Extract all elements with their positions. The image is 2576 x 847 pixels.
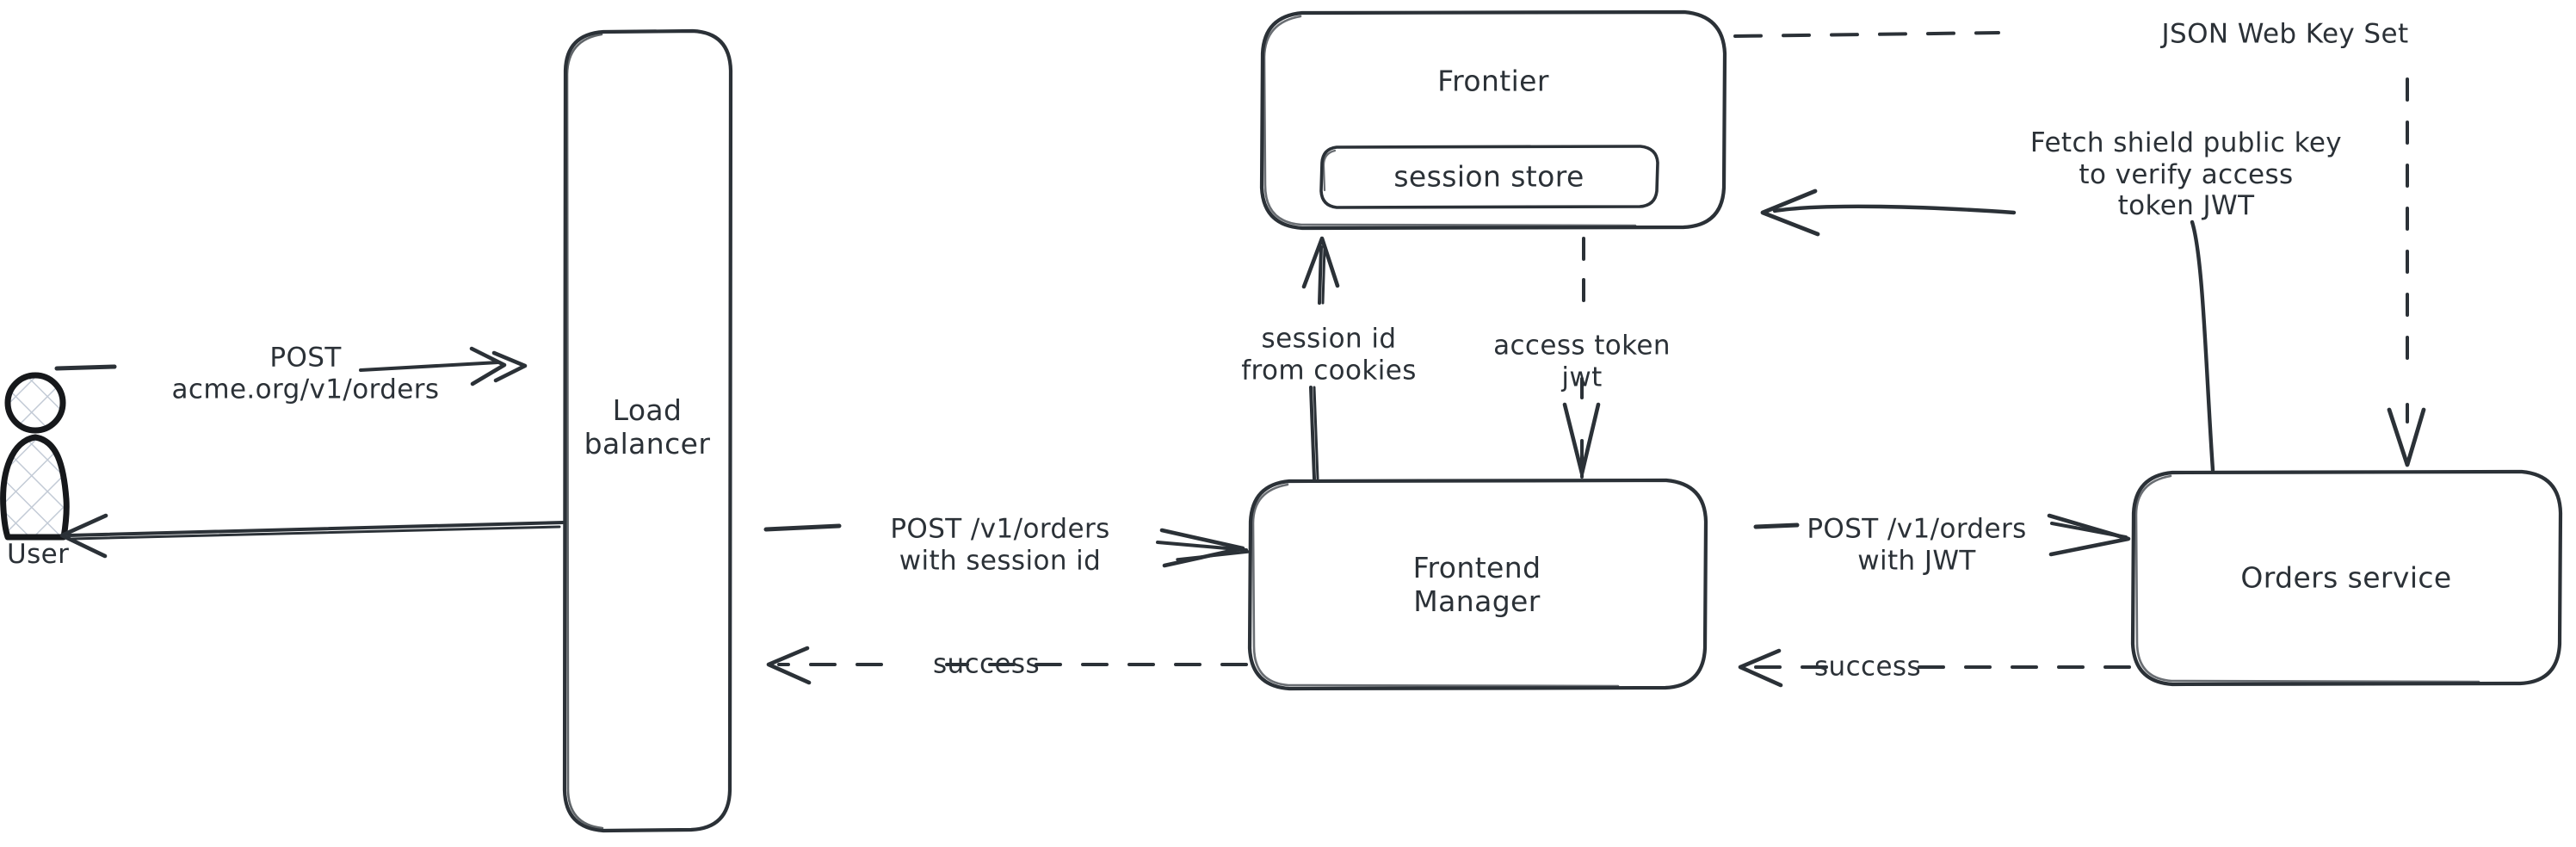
edge-load-balancer-to-user xyxy=(59,513,565,559)
edge-load-balancer-to-frontend-manager xyxy=(763,523,1250,568)
edge-label-frontend-manager-to-frontier: session id from cookies xyxy=(1241,323,1417,386)
edge-frontend-manager-to-frontier xyxy=(1301,236,1340,480)
node-frontier-shape xyxy=(1259,9,1727,231)
node-load-balancer-shape xyxy=(562,28,733,833)
edge-frontend-manager-to-orders-service xyxy=(1753,513,2131,557)
node-load-balancer-label[interactable]: Load balancer xyxy=(584,393,711,461)
edge-label-load-balancer-to-frontend-manager: POST /v1/orders with session id xyxy=(890,513,1110,576)
edge-frontier-to-frontend-manager xyxy=(1562,237,1601,479)
edge-label-orders-service-to-frontier: Fetch shield public key to verify access… xyxy=(2029,127,2343,222)
edge-label-frontier-to-orders-service: JSON Web Key Set xyxy=(2161,18,2409,50)
node-orders-service-shape xyxy=(2130,469,2563,687)
edge-label-frontend-manager-to-load-balancer: success xyxy=(932,648,1041,680)
person-icon xyxy=(0,372,70,541)
edge-orders-service-to-frontier xyxy=(1760,189,2215,473)
edge-frontend-manager-to-load-balancer xyxy=(766,646,1248,685)
node-frontend-manager-label[interactable]: Frontend Manager xyxy=(1412,551,1541,618)
node-orders-service-label[interactable]: Orders service xyxy=(2240,560,2452,595)
edge-label-user-to-load-balancer: POST acme.org/v1/orders xyxy=(171,342,440,405)
edge-label-frontend-manager-to-orders-service: POST /v1/orders with JWT xyxy=(1807,513,2027,576)
edge-label-frontier-to-frontend-manager: access token jwt xyxy=(1493,330,1671,393)
edge-label-orders-service-to-frontend-manager: success xyxy=(1813,651,1922,683)
edge-frontier-to-orders-service xyxy=(1733,31,2426,467)
edge-user-to-load-balancer xyxy=(54,346,528,386)
node-frontier-label[interactable]: Frontier xyxy=(1437,64,1549,98)
user-actor-label: User xyxy=(7,539,70,570)
node-session-store-label[interactable]: session store xyxy=(1393,159,1585,194)
edge-orders-service-to-frontend-manager xyxy=(1738,648,2131,688)
node-session-store-shape xyxy=(1319,145,1659,209)
node-frontend-manager-shape xyxy=(1247,478,1708,691)
